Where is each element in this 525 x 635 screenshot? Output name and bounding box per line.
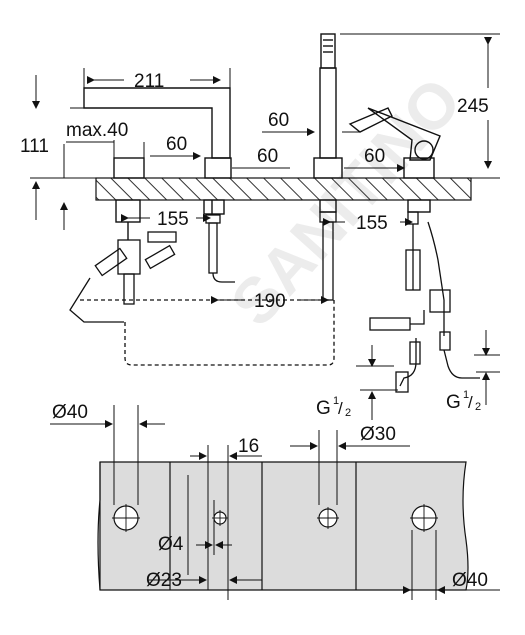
- dim-small-hole: Ø4: [158, 534, 184, 555]
- dim-shower-spacing: 60: [268, 110, 289, 131]
- valve-body-left: [113, 157, 145, 240]
- dim-hole-23: Ø23: [146, 570, 182, 591]
- thread-label-right: G 1 / 2: [446, 389, 481, 413]
- dim-height-111: 111: [20, 136, 49, 157]
- dim-left-spacing: 155: [157, 209, 189, 230]
- dim-hole-mid: Ø30: [360, 424, 396, 445]
- cutout-panel: [97, 461, 469, 591]
- dim-spout-spacing: 60: [166, 134, 187, 155]
- svg-text:G: G: [446, 392, 461, 413]
- thread-label-left: G 1 / 2: [316, 395, 351, 419]
- dim-spout-reach: 211: [134, 71, 164, 92]
- svg-text:/: /: [468, 393, 473, 412]
- hand-shower: [313, 33, 343, 213]
- spout: [83, 87, 232, 215]
- dim-hole-right: Ø40: [452, 570, 488, 591]
- svg-text:/: /: [338, 399, 343, 418]
- svg-text:2: 2: [345, 407, 351, 419]
- dim-shower-height: 245: [457, 96, 489, 117]
- deck-section: [95, 177, 472, 201]
- dim-hose-spacing: 190: [254, 291, 286, 312]
- cutout-holes: [112, 504, 438, 532]
- dimension-lines-cutout: [50, 405, 500, 600]
- dim-valve-spacing: 60: [257, 146, 278, 167]
- svg-text:1: 1: [463, 389, 469, 401]
- dim-gap: 16: [238, 436, 259, 457]
- svg-text:2: 2: [475, 401, 481, 413]
- svg-text:1: 1: [333, 395, 339, 407]
- svg-text:G: G: [316, 398, 331, 419]
- dimension-lines-top: [30, 33, 500, 420]
- dim-hole-left: Ø40: [52, 402, 88, 423]
- dim-right-spacing: 155: [356, 213, 388, 234]
- dim-lever-spacing: 60: [364, 146, 385, 167]
- dim-max-depth: max.40: [66, 120, 128, 141]
